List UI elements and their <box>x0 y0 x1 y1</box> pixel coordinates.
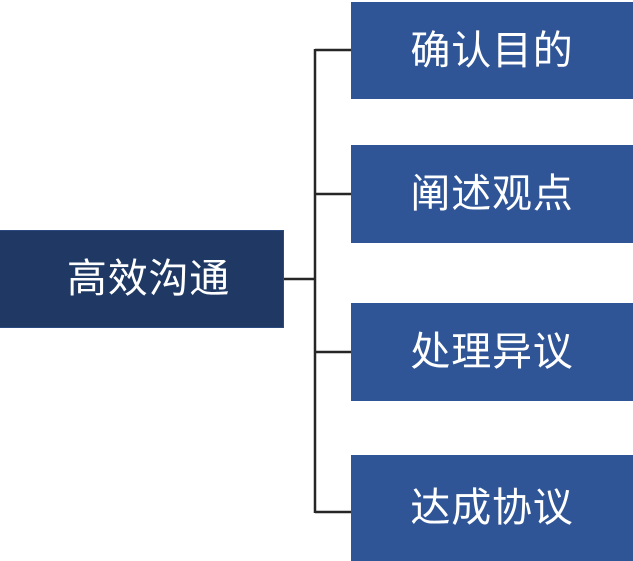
child-node-label: 阐述观点 <box>410 172 574 216</box>
child-node-handle-objection[interactable]: 处理异议 <box>351 303 633 401</box>
child-node-reach-agreement[interactable]: 达成协议 <box>351 455 633 561</box>
child-node-label: 确认目的 <box>410 28 574 73</box>
child-node-label: 达成协议 <box>410 486 574 530</box>
root-node-high-efficiency-communication[interactable]: 高效沟通 <box>0 230 284 328</box>
root-node-label: 高效沟通 <box>66 257 231 301</box>
child-node-label: 处理异议 <box>410 330 574 374</box>
child-node-state-viewpoint[interactable]: 阐述观点 <box>351 145 633 243</box>
child-node-confirm-purpose[interactable]: 确认目的 <box>351 2 633 99</box>
